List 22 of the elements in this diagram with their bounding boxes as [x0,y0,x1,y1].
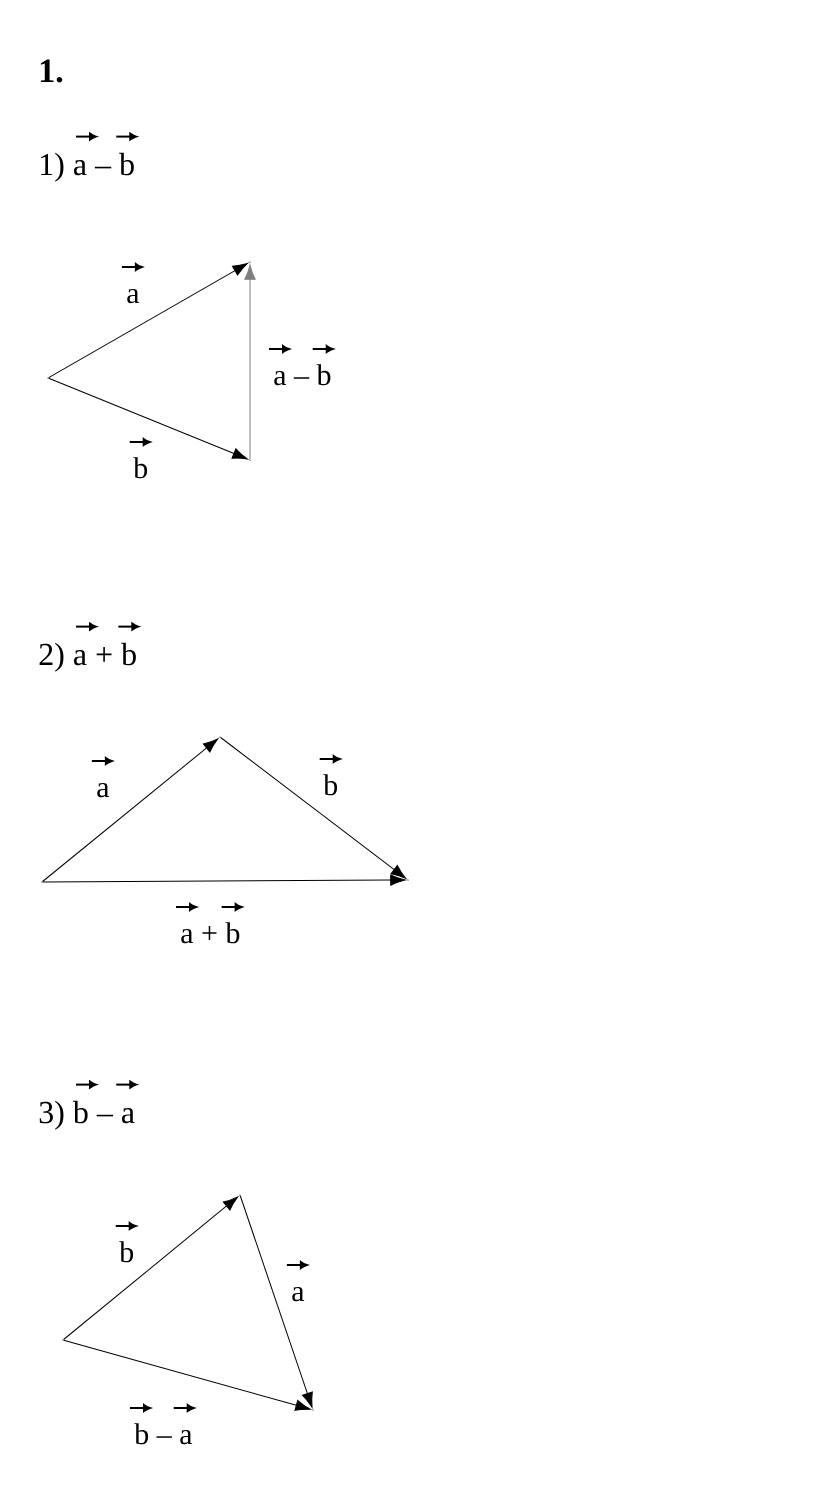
edge-label: b [114,1222,137,1263]
edge-label: a [90,757,113,798]
edge-label: a [285,1261,308,1302]
vector-arrow [239,1195,313,1408]
task-heading: 1) a – b [41,132,138,182]
edge-label: b [318,755,341,796]
vector-arrow [48,263,248,379]
vector-arrow [42,738,219,882]
vector-arrow [220,737,407,879]
vector-arrow [63,1339,311,1411]
task-heading: 2) a + b [39,622,140,672]
edge-label: a – b [268,345,334,386]
edge-label: a [120,263,143,304]
vector-arrow [42,874,406,886]
edge-label: a + b [175,903,243,944]
task-heading: 3) b – a [39,1080,138,1130]
vector-arrow [244,264,256,460]
edge-label: b [128,438,151,479]
vector-arrow [63,1196,239,1340]
problem-number: 1. [40,59,63,83]
vector-arrow [48,377,248,460]
edge-label: b – a [129,1404,195,1445]
